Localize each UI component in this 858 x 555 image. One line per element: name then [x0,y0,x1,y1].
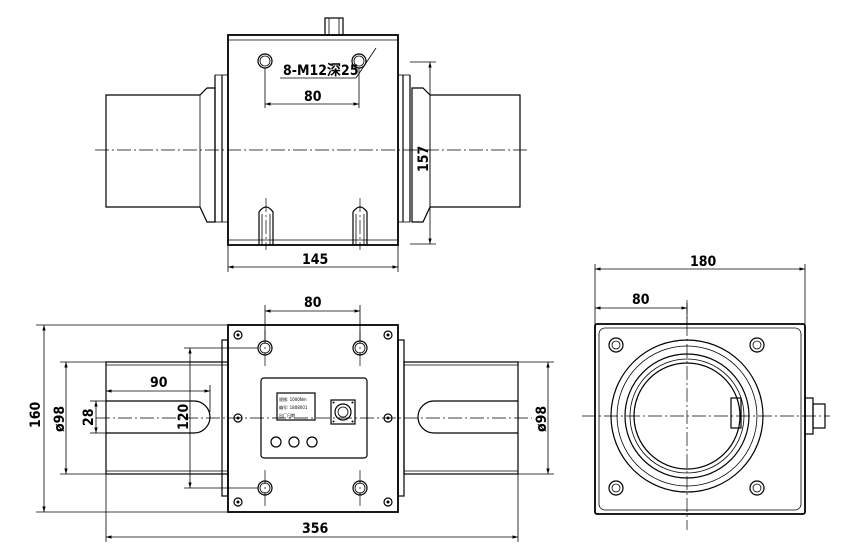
front-overall-length-text: 356 [302,521,329,537]
front-hole-vertical-text: 120 [176,403,192,430]
front-view: 规格: 1000Nm 编号: 1808001 出厂日期 80 [28,295,554,542]
nameplate-line-3: 出厂日期 [279,412,295,418]
dim-hole-callout: 8-M12深25 [280,47,377,79]
dim-front-90: 90 [105,362,211,412]
front-shaft-length-text: 90 [150,375,168,391]
side-view: 180 80 [582,254,830,530]
top-hole-spacing-text: 80 [304,89,322,105]
dim-front-160: 160 [28,324,228,513]
dim-front-80: 80 [264,295,361,340]
front-slot-width-text: 28 [81,408,97,426]
front-shaft-dia-left-text: ø98 [52,406,68,432]
dim-front-dia-right: ø98 [518,361,554,475]
top-view-body [227,17,399,246]
top-view: 8-M12深25 80 157 145 [95,17,530,272]
side-hole-offset-text: 80 [632,292,650,308]
dim-side-80: 80 [595,292,688,324]
side-overall-width-text: 180 [690,254,717,270]
dim-front-dia-left: ø98 [52,361,106,475]
nameplate-line-2: 编号: 1808001 [279,404,308,410]
dim-front-356: 356 [105,474,519,542]
connector-socket [330,399,356,425]
top-view-left-shaft [105,74,228,223]
nameplate [276,392,316,421]
dim-side-180: 180 [594,254,806,324]
dim-top-157: 157 [410,61,436,245]
front-shaft-dia-right-text: ø98 [534,406,550,432]
front-hole-spacing-text: 80 [304,295,322,311]
dim-front-120: 120 [176,347,258,489]
hole-callout-text: 8-M12深25 [283,62,359,79]
dim-top-80: 80 [264,68,360,108]
indicator-light [270,436,282,448]
indicator-light [288,436,300,448]
dim-front-28: 28 [81,400,106,434]
dim-top-145: 145 [227,245,399,272]
nameplate-line-1: 规格: 1000Nm [279,396,307,402]
connector [324,17,344,36]
front-view-body: 规格: 1000Nm 编号: 1808001 出厂日期 [227,324,399,513]
indicator-light [306,436,318,448]
top-body-width-text: 145 [302,252,328,268]
top-body-height-text: 157 [416,146,432,172]
front-overall-height-text: 160 [28,401,44,428]
side-view-body [594,323,826,515]
